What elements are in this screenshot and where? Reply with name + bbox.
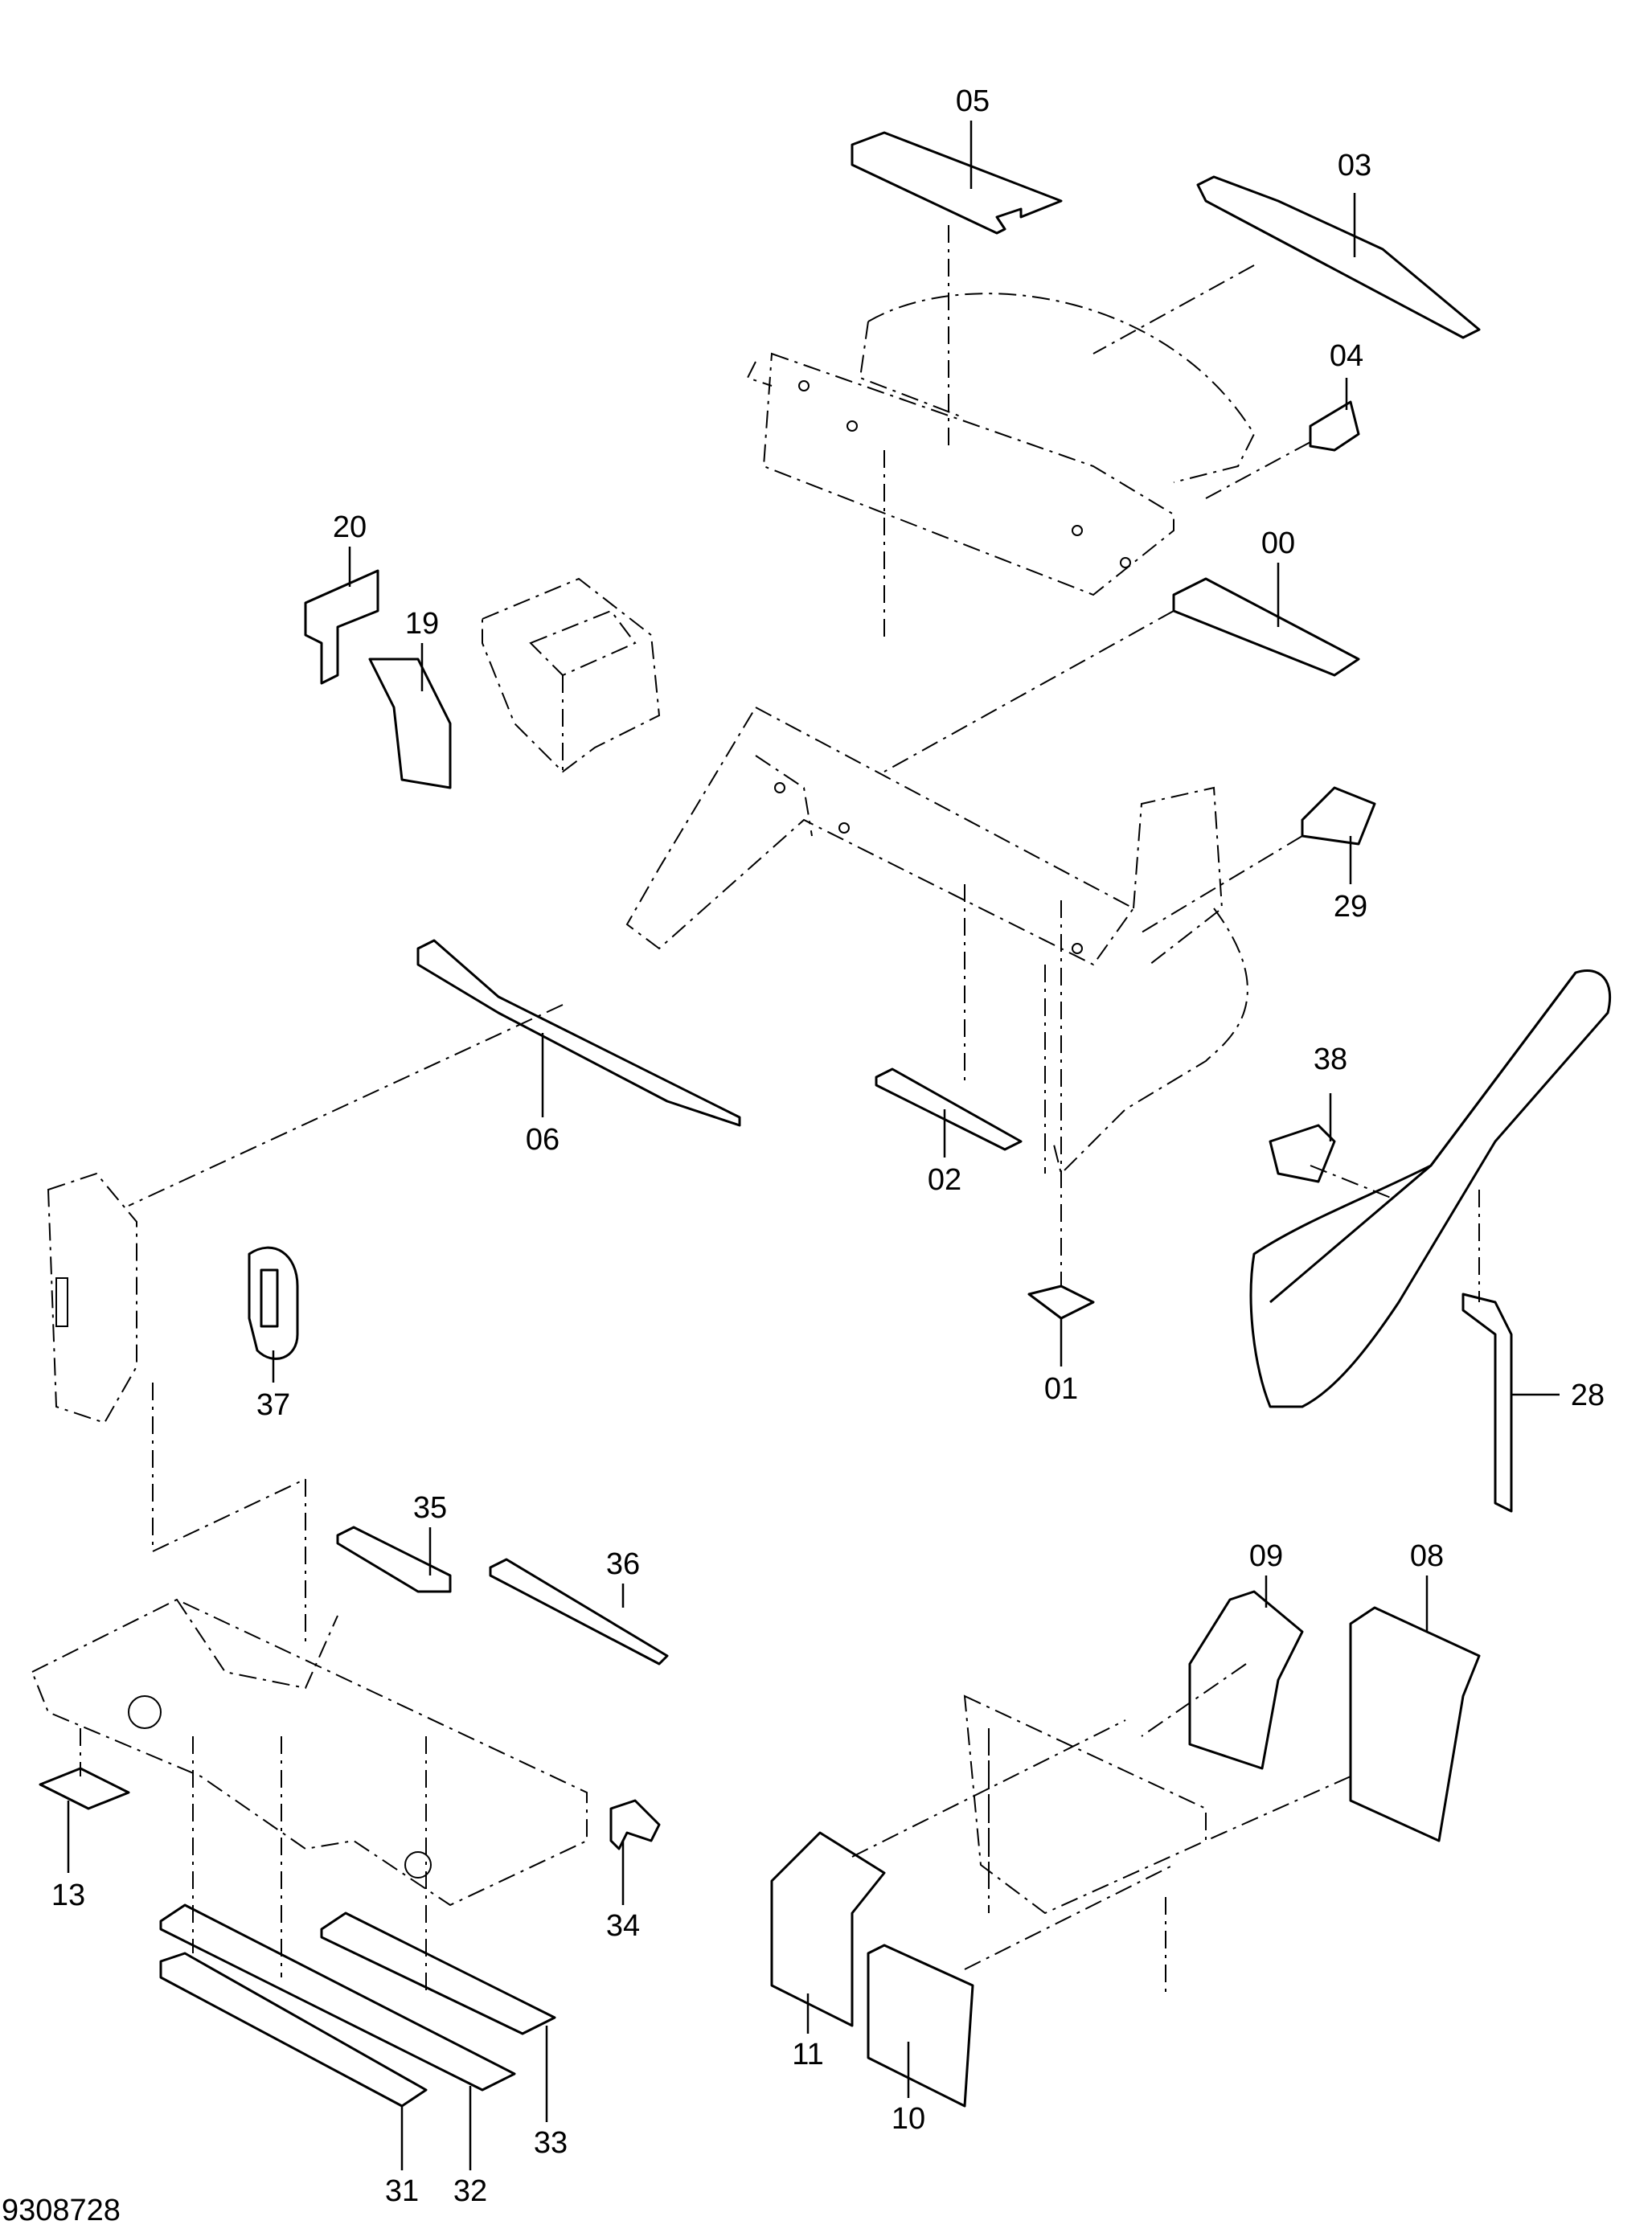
label-01: 01 [1044, 1372, 1078, 1406]
label-04: 04 [1330, 339, 1363, 373]
drawing-number: 9308728 [2, 2194, 121, 2227]
part-04-pad [1309, 400, 1360, 452]
label-28: 28 [1571, 1379, 1605, 1412]
label-02: 02 [928, 1163, 961, 1197]
leader-lines [67, 121, 1560, 2170]
label-11: 11 [792, 2038, 823, 2071]
mount-hole [798, 380, 810, 391]
part-03-pad [1196, 175, 1481, 339]
label-29: 29 [1334, 890, 1367, 924]
mount-hole [404, 1851, 432, 1879]
label-32: 32 [453, 2174, 487, 2208]
middle-cab-frame [625, 706, 1248, 1175]
floor-frame [31, 1598, 588, 1907]
part-08-pad [1349, 1606, 1481, 1842]
side-panel-frame [963, 1694, 1207, 1915]
part-06-pad [416, 939, 741, 1127]
part-02-pad [875, 1067, 1023, 1151]
label-37: 37 [256, 1388, 290, 1422]
label-33: 33 [534, 2126, 568, 2160]
part-34-clip [609, 1799, 661, 1850]
part-00-pad [1172, 577, 1360, 677]
part-13-pad [39, 1767, 130, 1810]
label-31: 31 [385, 2174, 419, 2208]
label-35: 35 [413, 1491, 447, 1525]
upper-cab-frame [746, 293, 1256, 596]
part-35-pad [336, 1526, 452, 1593]
label-08: 08 [1410, 1539, 1444, 1573]
left-pillar [47, 1172, 137, 1424]
rear-bracket-frame [482, 577, 661, 773]
mount-hole [128, 1695, 162, 1729]
slot [55, 1277, 68, 1327]
label-38: 38 [1314, 1043, 1347, 1076]
label-09: 09 [1249, 1539, 1283, 1573]
label-10: 10 [892, 2102, 925, 2136]
part-37-ring [248, 1246, 299, 1360]
label-03: 03 [1338, 149, 1371, 182]
part-01-pad [1027, 1285, 1095, 1320]
label-13: 13 [51, 1879, 85, 1912]
assembly-lines [80, 225, 1480, 1993]
mount-hole [838, 822, 850, 834]
label-19: 19 [405, 607, 439, 641]
label-00: 00 [1261, 527, 1295, 560]
part-32-pad [159, 1903, 516, 2092]
label-05: 05 [956, 84, 990, 118]
part-31-pad [159, 1952, 428, 2108]
part-20-pad [304, 569, 379, 685]
label-20: 20 [333, 510, 367, 544]
mount-hole [1072, 943, 1083, 954]
mount-hole [1072, 525, 1083, 536]
part-38-pad [1269, 1124, 1336, 1183]
label-06: 06 [526, 1123, 560, 1157]
part-28-pad [1461, 1293, 1513, 1513]
part-33-pad [320, 1911, 556, 2035]
mount-hole [774, 782, 785, 793]
part-36-pad [489, 1558, 669, 1666]
label-36: 36 [606, 1547, 640, 1581]
right-duct-assembly [1249, 969, 1612, 1408]
callout-labels: 05 03 04 00 20 19 29 06 02 38 01 37 28 3… [51, 84, 1605, 2208]
part-19-pad [368, 658, 452, 789]
mount-hole [846, 420, 858, 432]
part-05-pad [851, 131, 1063, 235]
part-09-pad [1188, 1590, 1304, 1770]
mount-hole [1120, 557, 1131, 568]
part-10-pad [867, 1944, 974, 2108]
part-29-pad [1301, 786, 1376, 846]
part-11-pad [770, 1831, 886, 2027]
label-34: 34 [606, 1909, 640, 1943]
